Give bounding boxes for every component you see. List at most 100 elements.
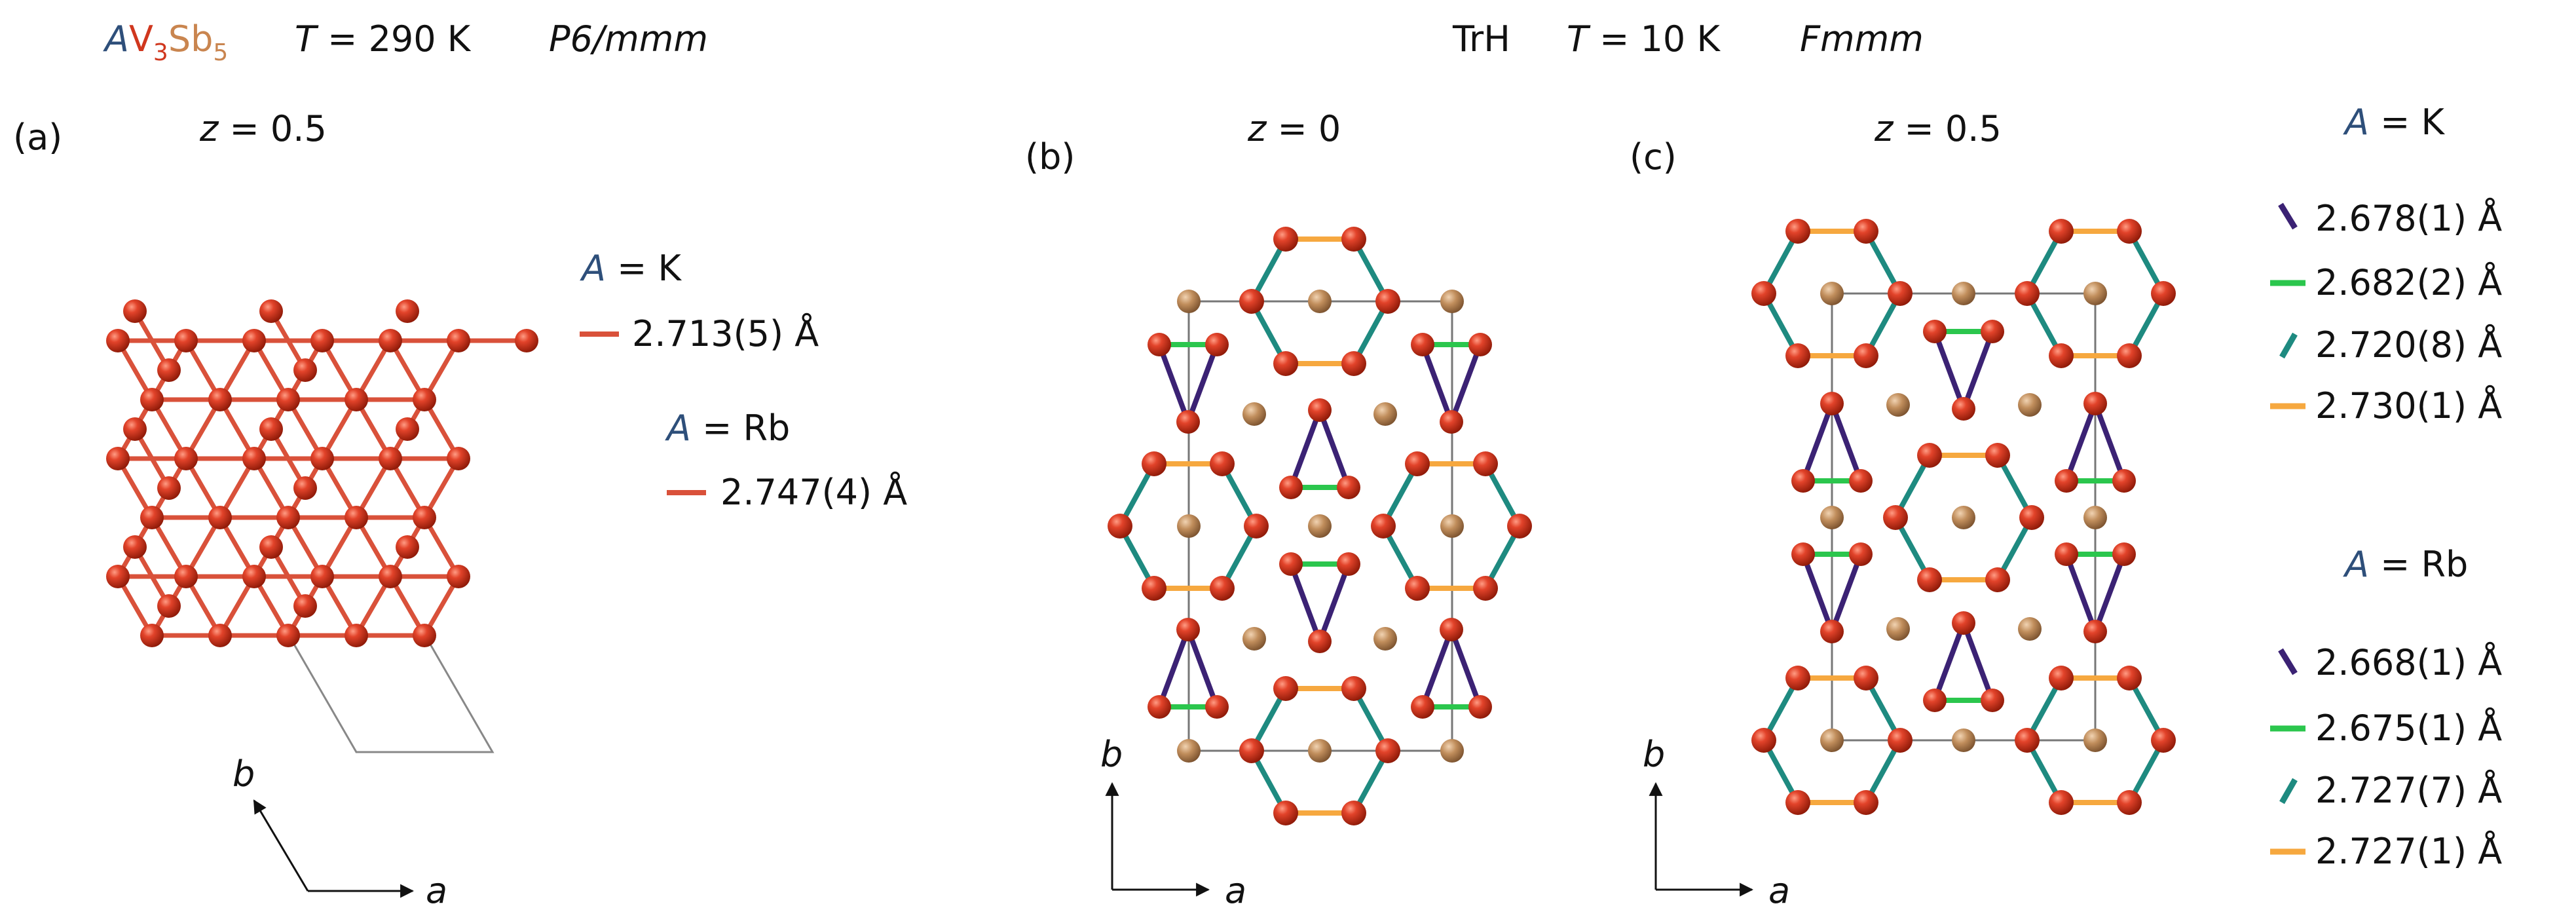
panel-c-triangle-bond	[1829, 552, 1863, 634]
panel-c-z-label: z = 0.5	[1874, 108, 2002, 149]
panel-c-v-atom	[2055, 469, 2078, 493]
panel-b-axis-b: b	[1100, 734, 1123, 775]
panel-a-v-atom	[106, 565, 130, 588]
panel-c-v-atom	[2112, 542, 2136, 566]
panel-b-triangle-bond	[1449, 342, 1483, 425]
panel-c-v-atom	[1923, 689, 1947, 712]
panel-a-v-atom	[259, 417, 283, 441]
panel-a-v-atom	[259, 299, 283, 323]
legend-k-value-2: 2.682(2) Å	[2315, 261, 2502, 303]
panel-b-v-atom	[1468, 333, 1492, 356]
panel-a-v-atom	[123, 535, 147, 559]
panel-c-v-atom	[1917, 567, 1942, 592]
panel-a-v-atom	[293, 358, 317, 382]
legend-rb-value-2: 2.675(1) Å	[2315, 707, 2502, 749]
panel-c-v-atom	[1854, 790, 1878, 815]
header-left-temperature: T = 290 K	[295, 18, 472, 60]
panel-b-sb-atom	[1440, 514, 1464, 538]
panel-c-sb-atom	[1952, 506, 1975, 529]
panel-c-axis-b: b	[1643, 734, 1665, 775]
panel-c-v-atom	[1981, 320, 2004, 343]
panel-a-v-atom	[157, 476, 181, 500]
panel-a-v-atom	[123, 417, 147, 441]
panel-a-v-atom	[396, 299, 419, 323]
panel-b-v-atom	[1148, 695, 1171, 719]
header-right-temperature: T = 10 K	[1567, 18, 1721, 60]
panel-b-v-atom	[1308, 630, 1332, 653]
panel-b-v-atom	[1507, 514, 1532, 539]
panel-a-v-atom	[140, 624, 164, 647]
legend-k-teal-swatch	[2279, 332, 2298, 359]
legend-k-value-1: 2.678(1) Å	[2315, 197, 2502, 239]
panel-b-v-atom	[1176, 410, 1200, 434]
panel-a-label: (a)	[13, 117, 62, 158]
panel-b-v-atom	[1142, 451, 1167, 476]
panel-c-sb-atom	[1820, 728, 1844, 752]
panel-a-legend-rb-header: A = Rb	[665, 407, 790, 449]
panel-a-v-atom	[413, 388, 436, 411]
panel-b-v-atom	[1473, 576, 1498, 601]
legend-rb-value-1: 2.668(1) Å	[2315, 641, 2502, 683]
panel-c-v-atom	[2019, 505, 2044, 530]
panel-b-axes: a b	[1100, 734, 1246, 908]
panel-c-v-atom	[2112, 469, 2136, 493]
panel-a-v-atom	[413, 624, 436, 647]
panel-b-v-atom	[1341, 351, 1366, 376]
panel-c-v-atom	[1751, 728, 1776, 753]
panel-a-v-atom	[106, 447, 130, 470]
panel-c-v-atom	[2015, 281, 2040, 306]
panel-a-v-atom	[276, 624, 300, 647]
panel-b-v-atom	[1371, 514, 1396, 539]
panel-c-triangle-bond	[2064, 401, 2098, 483]
panel-b-v-atom	[1337, 552, 1360, 576]
panel-b-axis-a: a	[1225, 870, 1246, 908]
panel-b-triangle-bond	[1157, 627, 1191, 709]
panel-b-v-atom	[1273, 351, 1298, 376]
panel-b-triangle-bond	[1288, 407, 1322, 490]
panel-b-triangle-bond	[1317, 407, 1351, 490]
panel-a-v-atom	[345, 506, 368, 529]
panel-b-sb-atom	[1373, 627, 1397, 651]
panel-b-v-atom	[1411, 695, 1434, 719]
panel-c-sb-atom	[2018, 393, 2042, 417]
panel-c-sb-atom	[2083, 506, 2107, 529]
panel-c-sb-atom	[1952, 282, 1975, 305]
panel-a-v-atom	[242, 565, 266, 588]
panel-b-v-atom	[1205, 695, 1229, 719]
panel-b-triangle-bond	[1185, 627, 1220, 709]
panel-a-unit-cell	[286, 633, 495, 753]
panel-c-v-atom	[1820, 620, 1844, 643]
panel-a-v-atom	[379, 329, 402, 352]
panel-b-sb-atom	[1177, 739, 1201, 763]
panel-b-v-atom	[1308, 398, 1332, 422]
panel-c-v-atom	[1785, 666, 1810, 690]
panel-c-v-atom	[1888, 281, 1913, 306]
panel-c-label: (c)	[1630, 136, 1677, 178]
panel-b-v-atom	[1142, 576, 1167, 601]
panel-a-axes: a b	[233, 753, 447, 908]
panel-a-v-atom	[413, 506, 436, 529]
panel-a-v-atom	[157, 594, 181, 618]
panel-b-sb-atom	[1177, 514, 1201, 538]
panel-a-v-atom	[208, 624, 232, 647]
panel-b-sb-atom	[1242, 627, 1266, 651]
panel-c-sb-atom	[1952, 728, 1975, 752]
panel-a-legend-rb-value: 2.747(4) Å	[720, 471, 907, 513]
panel-b-v-atom	[1210, 576, 1235, 601]
panel-b-v-atom	[1210, 451, 1235, 476]
panel-c-v-atom	[1785, 219, 1810, 244]
panel-a-v-atom	[515, 329, 538, 352]
panel-c-v-atom	[2151, 281, 2176, 306]
panel-a-v-atom	[396, 417, 419, 441]
panel-c-triangle-bond	[2093, 552, 2127, 634]
panel-b-v-atom	[1279, 476, 1303, 499]
panel-b-v-atom	[1341, 227, 1366, 252]
panel-a-v-atom	[345, 624, 368, 647]
panel-a-legend-k-value: 2.713(5) Å	[632, 312, 819, 354]
panel-b-v-atom	[1341, 676, 1366, 701]
panel-a-v-atom	[123, 299, 147, 323]
panel-a-v-atom	[447, 447, 470, 470]
panel-c-v-atom	[1785, 343, 1810, 368]
panel-a-v-atom	[276, 388, 300, 411]
panel-a-v-atom	[242, 329, 266, 352]
